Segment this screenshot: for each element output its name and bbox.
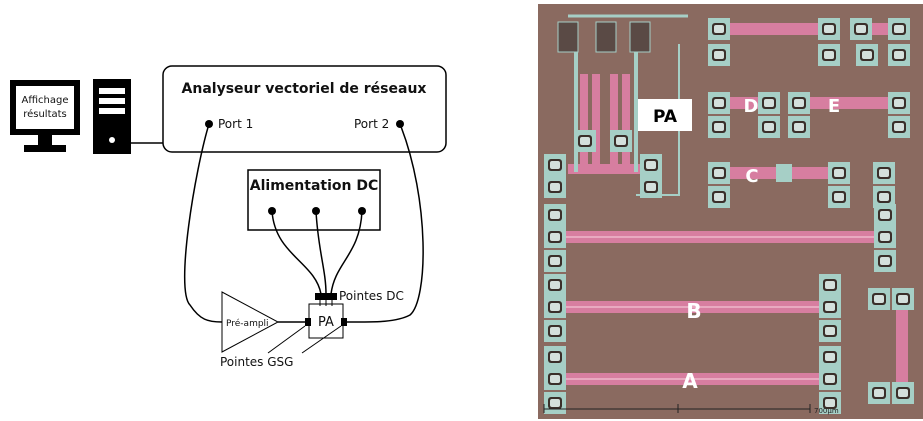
dc-supply-title: Alimentation DC (250, 178, 378, 194)
chip-micrograph: PA D E C (538, 4, 923, 419)
preamp-label: Pré-ampli (226, 318, 269, 329)
gsg-probes-label: Pointes GSG (220, 355, 293, 369)
screen-label-line2: résultats (23, 108, 67, 120)
pa-label: PA (318, 315, 334, 330)
chip-label-d: D (744, 96, 759, 117)
port1-label: Port 1 (218, 117, 253, 131)
vna-title: Analyseur vectoriel de réseaux (182, 81, 427, 97)
screen-label-line1: Affichage (22, 95, 69, 106)
gsg-pointer-left (268, 326, 305, 353)
chip-label-e: E (828, 96, 840, 117)
scale-bar-label: 700µm (814, 407, 839, 415)
measurement-setup-diagram: Affichage résultats Analyseur vectoriel … (0, 0, 520, 421)
gsg-probe-left (305, 318, 311, 326)
gsg-probe-right (341, 318, 347, 326)
dc-probes-label: Pointes DC (339, 289, 404, 303)
dc-probe-block (315, 293, 337, 300)
chip-label-pa: PA (653, 107, 678, 127)
port1-cable (185, 124, 222, 322)
chip-label-c: C (745, 166, 758, 187)
chip-label-a: A (682, 369, 698, 393)
substrate (538, 4, 923, 419)
port2-label: Port 2 (354, 117, 389, 131)
chip-label-b: B (686, 299, 701, 323)
